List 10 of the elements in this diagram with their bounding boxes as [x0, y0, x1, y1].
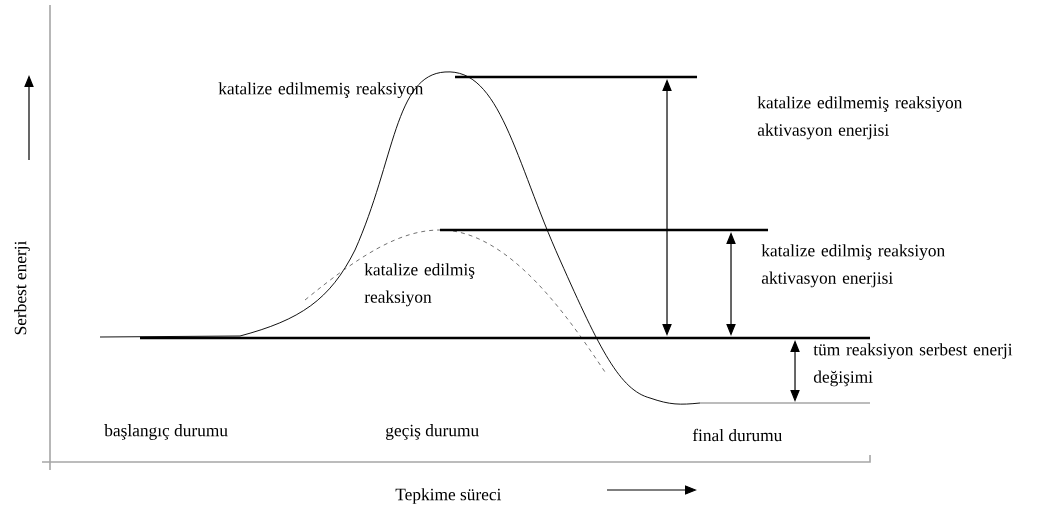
annotation-text: katalize edilmiş reaksiyon aktivasyon enerjisi: [761, 244, 945, 288]
state-label: final durumu: [692, 428, 782, 442]
axis-label: Tepkime süreci: [395, 488, 502, 504]
state-label: başlangıç durumu: [104, 424, 228, 440]
curve-label: katalize edilmemiş reaksiyon: [218, 82, 424, 99]
state-label: geçiş durumu: [386, 424, 479, 440]
annotation-text: tüm reaksiyon serbest enerji değişimi: [813, 343, 1013, 387]
curve-label: katalize edilmiş reaksiyon: [364, 263, 475, 307]
annotation-text: katalize edilmemiş reaksiyon aktivasyon enerjisi: [757, 96, 963, 140]
axis-label: Serbest enerji: [14, 240, 30, 335]
